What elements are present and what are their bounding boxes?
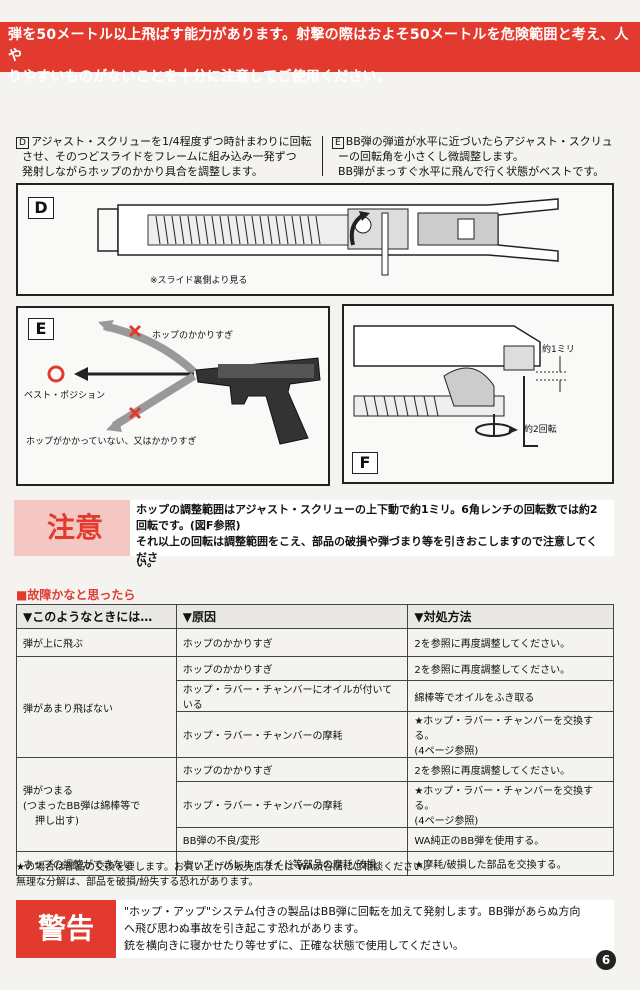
- remedy-cell: ★ホップ・ラバー・チャンバーを交換する。 (4ページ参照): [407, 781, 614, 828]
- remedy-cell: 綿棒等でオイルをふき取る: [407, 680, 614, 712]
- warning-line-2: へ飛び思わぬ事故を引き起こす恐れがあります。: [124, 922, 365, 935]
- cause-cell: ホップ・バレル・ガイド等部品の摩耗/破損: [175, 851, 409, 876]
- cause-cell: ホップのかかりすぎ: [175, 757, 409, 782]
- cause-cell: ホップのかかりすぎ: [175, 628, 409, 657]
- header-symptom: ▼このようなときには…: [16, 604, 177, 629]
- cause-cell: ホップ・ラバー・チャンバーの摩耗: [175, 711, 409, 758]
- caution-line-3: それ以上の回転は調整範囲をこえ、部品の破損や弾づまり等を引きおこしますので注意し…: [136, 535, 598, 564]
- remedy-cell: ★ホップ・ラバー・チャンバーを交換する。 (4ページ参照): [407, 711, 614, 758]
- instruction-d-line-1: アジャスト・スクリューを1/4程度ずつ時計まわりに回転: [30, 135, 312, 148]
- caution-line-4: い。: [136, 556, 158, 569]
- table-note-2: 無理な分解は、部品を破損/紛失する恐れがあります。: [16, 877, 259, 888]
- diagram-d: D ※スライド裏側より見る: [16, 183, 614, 296]
- header-cause: ▼原因: [175, 604, 409, 629]
- cause-cell: ホップ・ラバー・チャンバーにオイルが付いている: [175, 680, 409, 712]
- remedy-cell: 2を参照に再度調整してください。: [407, 656, 614, 681]
- page-number: 6: [596, 950, 616, 970]
- symptom-cell: ホップの調整ができない: [16, 851, 177, 876]
- table-note-1: ★の場合は部品の交換を要します。お買い上げの販売店または WA渋谷店にご相談くだ…: [16, 862, 434, 873]
- diagram-f: F 約1ミリ 約2回転: [342, 304, 614, 484]
- table-header-row: ▼このようなときには… ▼原因 ▼対処方法: [16, 604, 614, 629]
- remedy-cell: ★摩耗/破損した部品を交換する。: [407, 851, 614, 876]
- table-row: 弾がつまる (つまったBB弾は綿棒等で 押し出す) ホップのかかりすぎ 2を参照…: [16, 757, 614, 852]
- adjuster-closeup-illustration: [353, 325, 566, 447]
- safety-banner-line-2: りやすいものがないことを十分に注意してご使用ください。: [8, 69, 391, 85]
- table-row: ホップの調整ができない ホップ・バレル・ガイド等部品の摩耗/破損 ★摩耗/破損し…: [16, 851, 614, 876]
- remedy-line-2: (4ページ参照): [414, 746, 479, 757]
- diagram-d-caption: ※スライド裏側より見る: [150, 276, 248, 286]
- remedy-cell: 2を参照に再度調整してください。: [407, 628, 614, 657]
- remedy-line-1: ★ホップ・ラバー・チャンバーを交換する。: [414, 716, 594, 742]
- table-row: 弾があまり飛ばない ホップのかかりすぎ 2を参照に再度調整してください。: [16, 656, 614, 758]
- label-two-turns: 約2回転: [524, 425, 557, 435]
- instruction-e-letter: E: [332, 137, 344, 149]
- table-row: ホップ・ラバー・チャンバーの摩耗 ★ホップ・ラバー・チャンバーを交換する。 (4…: [17, 711, 614, 758]
- remedy-line-2: (4ページ参照): [414, 816, 479, 827]
- safety-banner: 弾を50メートル以上飛ばす能力があります。射撃の際はおよそ50メートルを危険範囲…: [0, 22, 640, 85]
- instruction-d-line-2: させ、そのつどスライドをフレームに組み込み一発ずつ: [22, 150, 297, 163]
- caution-line-2: 回転です。(図F参照): [136, 519, 241, 532]
- symptom-cell: 弾があまり飛ばない: [16, 656, 177, 758]
- warning-box: 警告 "ホップ・アップ"システム付きの製品はBB弾に回転を加えて発射します。BB…: [16, 900, 614, 958]
- cause-cell: ホップ・ラバー・チャンバーの摩耗: [175, 781, 409, 828]
- caution-text: ホップの調整範囲はアジャスト・スクリューの上下動で約1ミリ。6角レンチの回転数で…: [130, 500, 614, 564]
- troubleshooting-title: ■故障かなと思ったら: [16, 588, 136, 602]
- remedy-cell: 2を参照に再度調整してください。: [407, 757, 614, 782]
- symptom-cell: 弾が上に飛ぶ: [16, 628, 177, 657]
- caution-line-1: ホップの調整範囲はアジャスト・スクリューの上下動で約1ミリ。6角レンチの回転数で…: [136, 503, 598, 516]
- instruction-e-line-3: BB弾がまっすぐ水平に飛んで行く状態がベストです。: [338, 165, 605, 178]
- warning-line-1: "ホップ・アップ"システム付きの製品はBB弾に回転を加えて発射します。BB弾があ…: [124, 905, 581, 918]
- cause-cell: BB弾の不良/変形: [175, 827, 409, 852]
- instruction-divider: [322, 136, 323, 176]
- safety-banner-line-1: 弾を50メートル以上飛ばす能力があります。射撃の際はおよそ50メートルを危険範囲…: [8, 27, 629, 64]
- warning-text: "ホップ・アップ"システム付きの製品はBB弾に回転を加えて発射します。BB弾があ…: [116, 900, 614, 958]
- cause-cell: ホップのかかりすぎ: [175, 656, 409, 681]
- label-best-position: ベスト・ポジション: [24, 391, 106, 401]
- symptom-line-2: (つまったBB弾は綿棒等で: [23, 801, 141, 812]
- symptom-line-1: 弾がつまる: [23, 786, 73, 797]
- symptom-line-3: 押し出す): [35, 816, 79, 827]
- label-too-much-hop: ホップのかかりすぎ: [152, 331, 234, 341]
- table-row: BB弾の不良/変形 WA純正のBB弾を使用する。: [17, 827, 614, 852]
- diagram-d-label: D: [28, 197, 54, 219]
- remedy-cell: WA純正のBB弾を使用する。: [407, 827, 614, 852]
- warning-label: 警告: [37, 912, 94, 945]
- instruction-e-line-1: BB弾の弾道が水平に近づいたらアジャスト・スクリュ: [345, 135, 613, 148]
- troubleshooting-table: ▼このようなときには… ▼原因 ▼対処方法 弾が上に飛ぶ ホップのかかりすぎ 2…: [16, 604, 614, 876]
- remedy-line-1: ★ホップ・ラバー・チャンバーを交換する。: [414, 786, 594, 812]
- diagram-e: E ホップのかかりすぎ ベスト・ポジション ホップがかかっていない、又はかかりす…: [16, 306, 330, 486]
- instruction-d-line-3: 発射しながらホップのかかり具合を調整します。: [22, 165, 263, 178]
- label-too-little-hop: ホップがかかっていない、又はかかりすぎ: [26, 437, 197, 447]
- table-row: ホップ・ラバー・チャンバーの摩耗 ★ホップ・ラバー・チャンバーを交換する。 (4…: [17, 781, 614, 828]
- label-one-mm: 約1ミリ: [542, 345, 575, 355]
- caution-box: 注意 ホップの調整範囲はアジャスト・スクリューの上下動で約1ミリ。6角レンチの回…: [14, 500, 614, 564]
- diagram-f-label: F: [352, 452, 378, 474]
- instruction-d-letter: D: [16, 137, 29, 149]
- header-remedy: ▼対処方法: [407, 604, 614, 629]
- trajectory-illustration: [47, 320, 321, 445]
- slide-cutaway-illustration: [97, 198, 559, 276]
- table-row: 弾が上に飛ぶ ホップのかかりすぎ 2を参照に再度調整してください。: [16, 628, 614, 657]
- table-row: ホップ・ラバー・チャンバーにオイルが付いている 綿棒等でオイルをふき取る: [17, 680, 614, 712]
- diagram-e-label: E: [28, 318, 54, 340]
- symptom-cell: 弾がつまる (つまったBB弾は綿棒等で 押し出す): [16, 757, 177, 852]
- warning-line-3: 銃を横向きに寝かせたり等せずに、正確な状態で使用してください。: [124, 939, 465, 952]
- instruction-e-line-2: ーの回転角を小さくし微調整します。: [338, 150, 524, 163]
- caution-label: 注意: [46, 511, 103, 544]
